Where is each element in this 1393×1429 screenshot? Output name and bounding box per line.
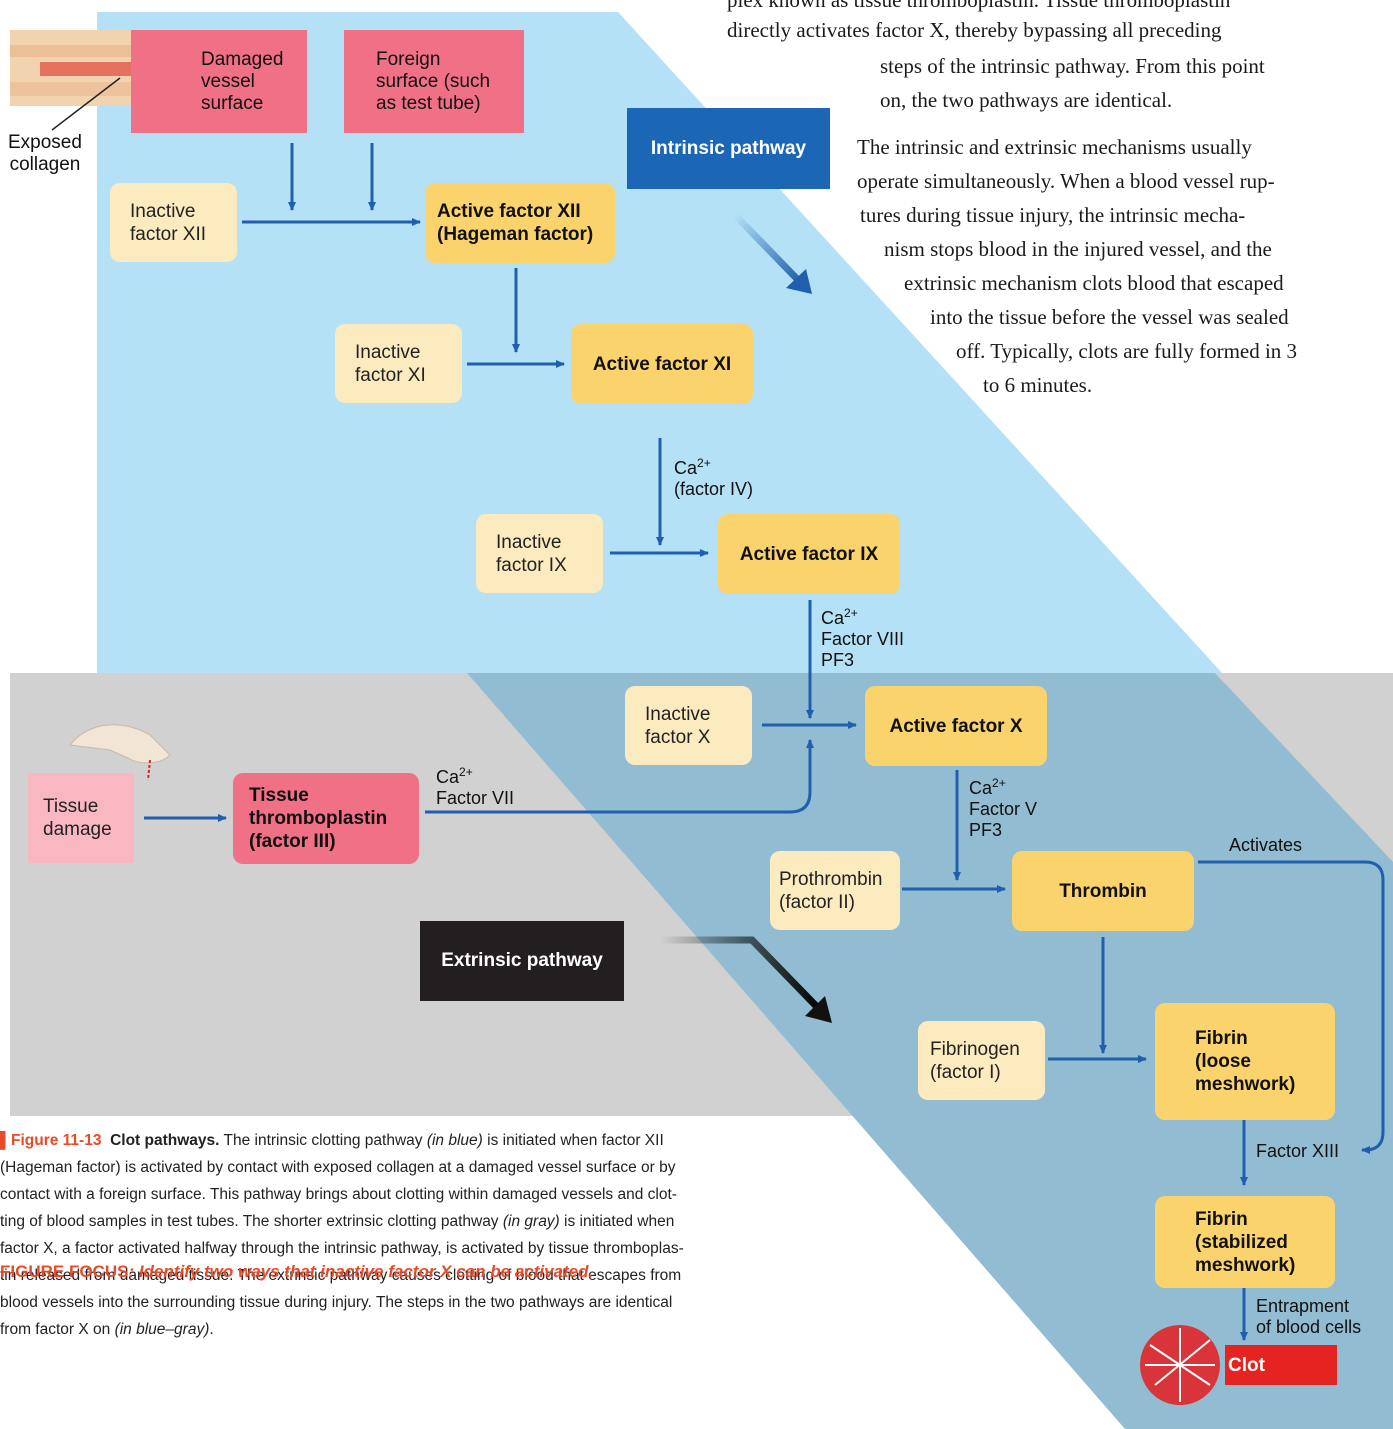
active-factor-ix: Active factor IX (718, 514, 900, 594)
intrinsic-pathway-tag: Intrinsic pathway (627, 108, 830, 189)
foreign-surface-box: Foreign surface (such as test tube) (344, 30, 524, 133)
damaged-vessel-surface-box: Damaged vessel surface (131, 30, 307, 133)
exposed-collagen-label: Exposed collagen (8, 132, 82, 175)
text-line-2: directly activates factor X, thereby byp… (727, 18, 1222, 42)
text-line-3: steps of the intrinsic pathway. From thi… (880, 54, 1265, 78)
body-line-8: to 6 minutes. (983, 373, 1093, 397)
clot-label: Clot (1228, 1355, 1265, 1376)
cofactor-ca-factor-vii: Ca2+Factor VII (436, 765, 515, 808)
figure-title: Clot pathways. (110, 1132, 220, 1149)
fibrinogen-box: Fibrinogen(factor I) (918, 1021, 1045, 1100)
active-factor-x: Active factor X (865, 686, 1047, 766)
cofactor-ca-factor-iv: Ca2+(factor IV) (674, 456, 754, 499)
body-line-5: extrinsic mechanism clots blood that esc… (904, 271, 1284, 295)
tissue-thromboplastin-box: Tissue thromboplastin (factor III) (233, 773, 419, 864)
body-line-6: into the tissue before the vessel was se… (930, 305, 1289, 329)
extrinsic-pathway-tag: Extrinsic pathway (420, 921, 624, 1001)
body-line-4: nism stops blood in the injured vessel, … (884, 237, 1272, 261)
body-line-1: The intrinsic and extrinsic mechanisms u… (857, 135, 1252, 159)
text-line-1: plex known as tissue thromboplastin. Tis… (727, 0, 1231, 12)
body-line-3: tures during tissue injury, the intrinsi… (860, 203, 1246, 227)
active-factor-xi: Active factor XI (571, 324, 753, 404)
active-factor-xii: Active factor XII(Hageman factor) (425, 183, 615, 263)
prothrombin-box: Prothrombin(factor II) (770, 851, 900, 930)
figure-number: ▌Figure 11-13 (0, 1132, 102, 1149)
activates-label: Activates (1229, 835, 1303, 855)
text-line-4: on, the two pathways are identical. (880, 88, 1173, 112)
figure-caption: ▌Figure 11-13 Clot pathways. The intrins… (0, 1132, 684, 1338)
glove-image (69, 724, 171, 764)
factor-xiii-label: Factor XIII (1256, 1141, 1340, 1161)
body-line-7: off. Typically, clots are fully formed i… (956, 339, 1298, 363)
thrombin-box: Thrombin (1012, 851, 1194, 931)
body-line-2: operate simultaneously. When a blood ves… (857, 169, 1275, 193)
figure-focus: FIGURE FOCUS: Identify two ways that ina… (0, 1262, 594, 1281)
